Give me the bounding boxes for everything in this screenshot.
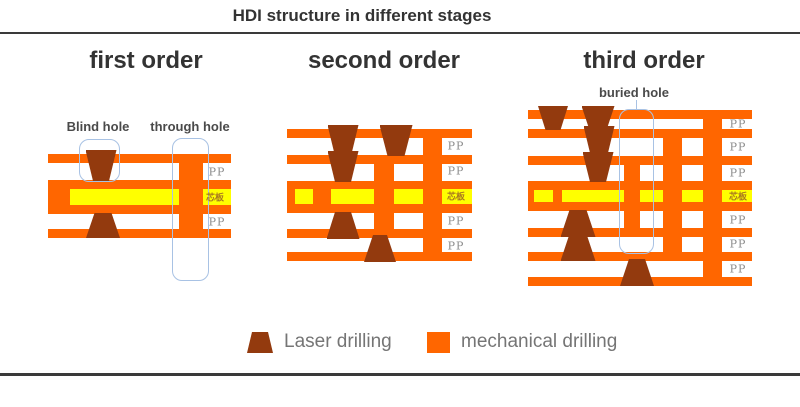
copper-layer-bar	[48, 180, 231, 189]
copper-layer-bar	[287, 129, 472, 138]
copper-layer-bar	[528, 181, 752, 190]
blind-hole-label: Blind hole	[66, 119, 130, 134]
through-hole-via	[423, 129, 442, 261]
core-board-label: 芯板	[446, 192, 466, 203]
core-board-label: 芯板	[728, 192, 748, 203]
pp-layer-label: PP	[729, 117, 747, 131]
buried-via	[374, 155, 394, 238]
legend-laser-label: Laser drilling	[284, 331, 392, 352]
copper-layer-bar	[528, 202, 752, 211]
pp-layer-label: PP	[447, 139, 465, 153]
laser-via	[364, 235, 396, 262]
top-rule	[0, 32, 800, 34]
buried-hole-label: buried hole	[598, 85, 670, 100]
through-hole-label: through hole	[150, 119, 230, 134]
bottom-rule	[0, 373, 800, 376]
legend-mechanical-swatch-icon	[427, 332, 450, 353]
legend-laser-swatch-icon	[247, 332, 273, 353]
copper-layer-bar	[528, 228, 752, 237]
core-pad	[48, 189, 70, 205]
pp-layer-label: PP	[729, 237, 747, 251]
buried-via	[663, 129, 682, 261]
laser-via	[560, 234, 596, 261]
laser-via	[620, 259, 654, 286]
copper-layer-bar	[48, 154, 231, 163]
through-hole-via	[179, 154, 203, 238]
blind-hole-outline	[79, 139, 120, 182]
pp-layer-label: PP	[447, 239, 465, 253]
laser-via	[327, 151, 359, 182]
pp-layer-label: PP	[208, 165, 226, 179]
copper-layer-bar	[528, 252, 752, 261]
core-pad	[553, 190, 562, 202]
pp-layer-label: PP	[729, 262, 747, 276]
legend-mechanical-label: mechanical drilling	[461, 331, 618, 352]
pp-layer-label: PP	[729, 140, 747, 154]
laser-via	[326, 212, 360, 239]
through-hole-outline	[172, 138, 209, 281]
copper-layer-bar	[528, 156, 752, 165]
pp-layer-label: PP	[447, 214, 465, 228]
core-pad	[287, 189, 295, 204]
first-order-heading: first order	[89, 47, 203, 74]
copper-layer-bar	[528, 110, 752, 119]
copper-layer-bar	[48, 229, 231, 238]
pp-layer-label: PP	[729, 213, 747, 227]
pp-layer-label: PP	[208, 215, 226, 229]
laser-via	[560, 210, 596, 237]
laser-via-blind-bottom	[86, 213, 120, 238]
copper-layer-bar	[528, 129, 752, 138]
core-pad	[313, 189, 331, 204]
buried-hole-outline	[619, 109, 654, 254]
core-pad	[528, 190, 534, 202]
label-leader-line	[636, 100, 637, 109]
buried-via	[624, 156, 640, 237]
copper-layer-bar	[48, 205, 231, 214]
pp-layer-label: PP	[729, 166, 747, 180]
laser-via	[379, 125, 413, 156]
third-order-heading: third order	[583, 47, 705, 74]
core-board-label: 芯板	[205, 193, 225, 204]
second-order-heading: second order	[307, 47, 461, 74]
laser-via	[538, 106, 568, 130]
pp-layer-label: PP	[447, 164, 465, 178]
page-title: HDI structure in different stages	[232, 6, 492, 25]
through-hole-via	[703, 110, 722, 286]
core-board-layer	[528, 190, 752, 202]
laser-via	[582, 152, 614, 182]
